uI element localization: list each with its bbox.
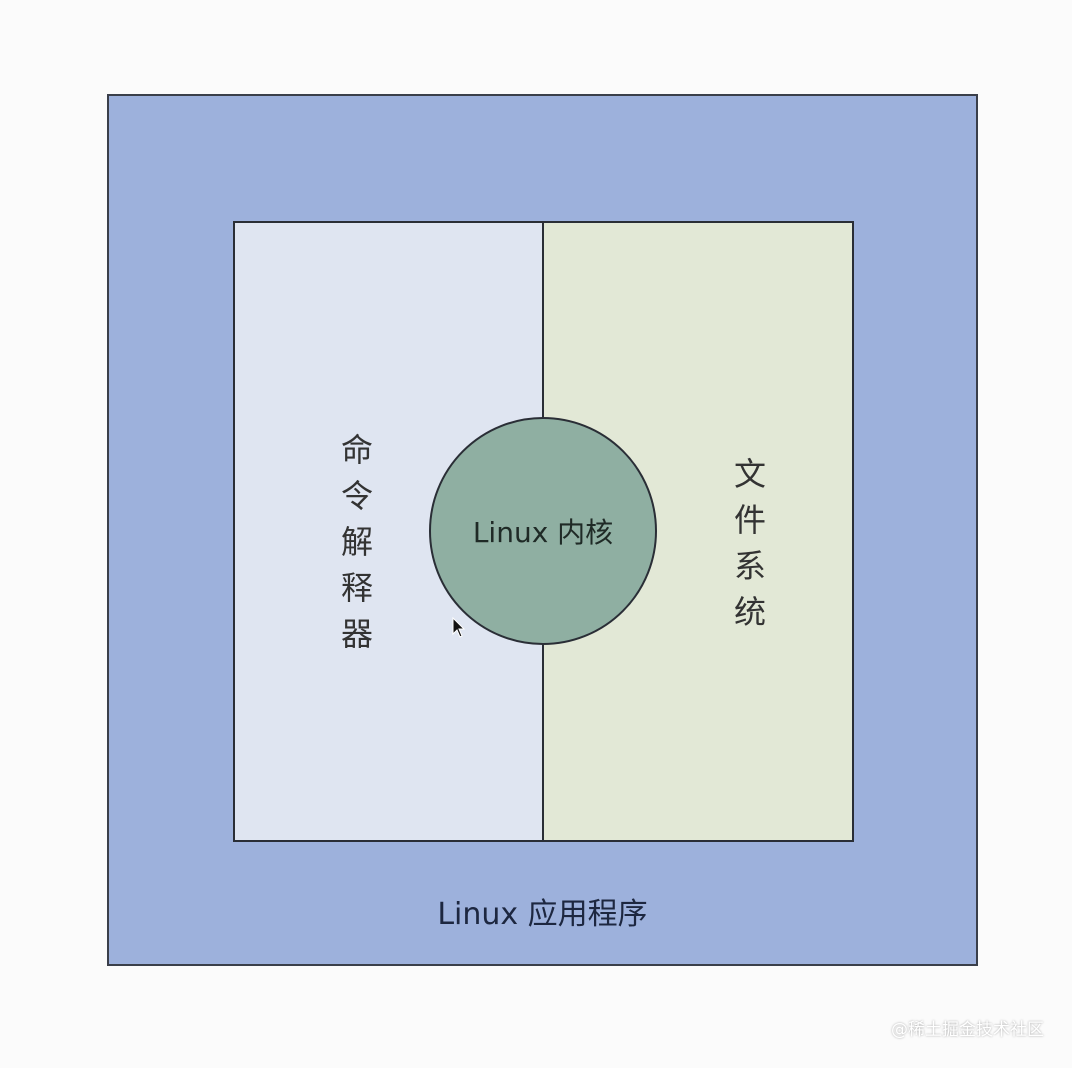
kernel-label: Linux 内核	[472, 516, 614, 549]
mouse-pointer-icon	[452, 617, 466, 638]
watermark-text: @稀土掘金技术社区	[891, 1020, 1044, 1040]
applications-label: Linux 应用程序	[437, 897, 648, 932]
system-core-box	[233, 221, 854, 842]
kernel-circle: Linux 内核	[429, 417, 657, 645]
shell-label: 命令解释器	[340, 431, 373, 653]
filesystem-label: 文件系统	[733, 455, 766, 631]
